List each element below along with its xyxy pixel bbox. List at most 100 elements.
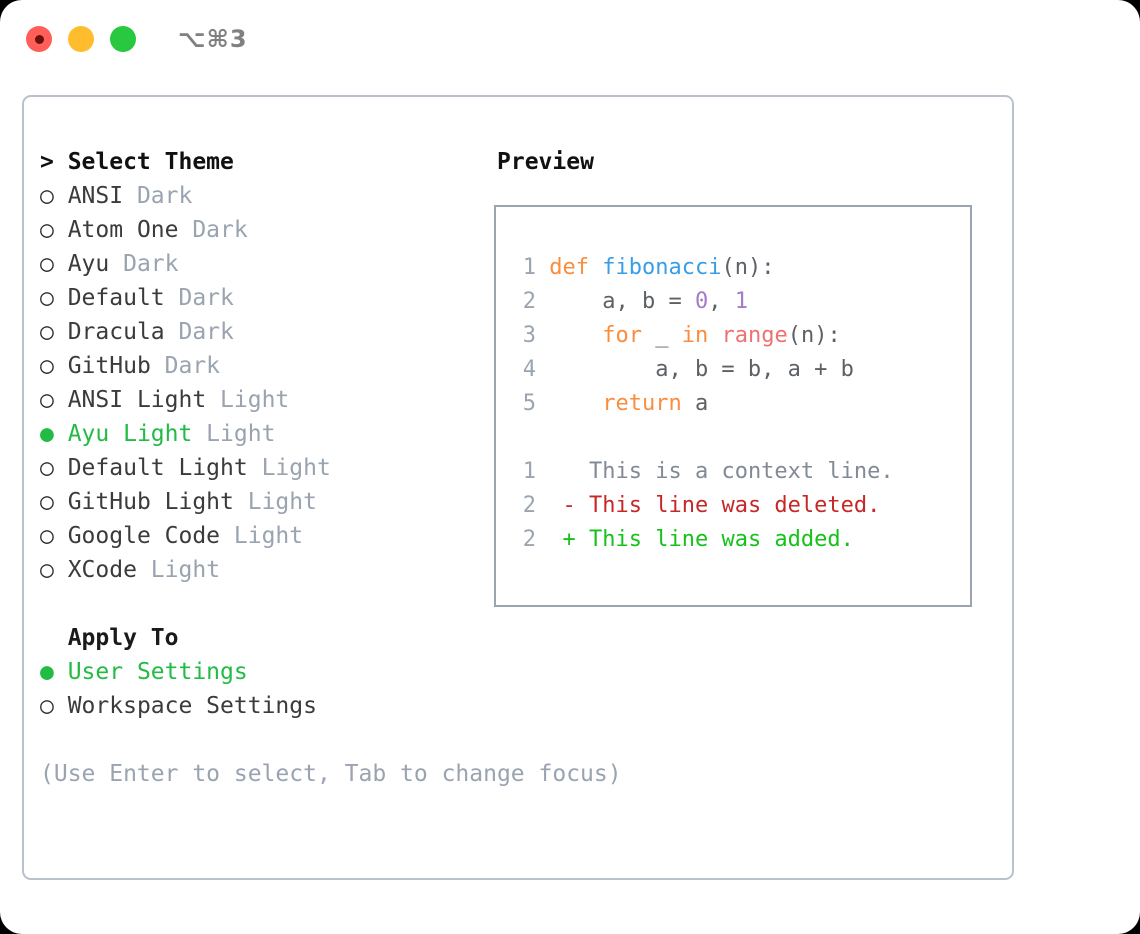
code-token: a <box>681 391 709 416</box>
radio-unselected-icon: ○ <box>40 523 68 549</box>
code-token: (n): <box>787 323 841 348</box>
theme-option-10[interactable]: ○ Google Code Light <box>40 519 494 553</box>
theme-option-3[interactable]: ○ Default Dark <box>40 281 494 315</box>
option-label: Ayu <box>67 251 110 277</box>
option-variant-tag: Light <box>192 421 276 447</box>
code-token: in <box>681 323 709 348</box>
option-label: Google Code <box>67 523 221 549</box>
code-token: fibonacci <box>602 255 722 280</box>
line-number: 2 <box>522 493 536 518</box>
radio-unselected-icon: ○ <box>40 319 68 345</box>
content-container: > Select Theme ○ ANSI Dark○ Atom One Dar… <box>22 95 1014 880</box>
code-token: def <box>549 255 603 280</box>
code-token: , <box>708 289 735 314</box>
option-label: Atom One <box>67 217 179 243</box>
radio-unselected-icon: ○ <box>40 251 68 277</box>
apply-to-option-list: ● User Settings○ Workspace Settings <box>40 655 494 723</box>
diff-text: This line was deleted. <box>589 493 881 518</box>
radio-unselected-icon: ○ <box>40 217 68 243</box>
code-token: a, b = b, a + b <box>549 357 854 382</box>
option-variant-tag: Dark <box>123 183 193 209</box>
theme-option-5[interactable]: ○ GitHub Dark <box>40 349 494 383</box>
option-variant-tag: Dark <box>164 319 234 345</box>
line-number: 2 <box>522 527 536 552</box>
code-token <box>549 391 602 416</box>
radio-unselected-icon: ○ <box>40 489 68 515</box>
diff-line-0: 1 This is a context line. <box>514 455 970 489</box>
maximize-dot-icon[interactable] <box>110 26 136 52</box>
radio-unselected-icon: ○ <box>40 693 68 719</box>
theme-option-11[interactable]: ○ XCode Light <box>40 553 494 587</box>
radio-unselected-icon: ○ <box>40 285 68 311</box>
code-line-2: 2 a, b = 0, 1 <box>514 285 970 319</box>
theme-option-list: ○ ANSI Dark○ Atom One Dark○ Ayu Dark○ De… <box>40 179 494 587</box>
diff-marker <box>563 459 590 484</box>
diff-sample: 1 This is a context line.2 - This line w… <box>514 455 970 557</box>
option-label: Workspace Settings <box>67 693 317 719</box>
option-label: GitHub Light <box>67 489 234 515</box>
apply-to-header: Apply To <box>40 625 179 651</box>
preview-column: Preview 1 def fibonacci(n):2 a, b = 0, 1… <box>494 145 994 791</box>
keyboard-hint-text: (Use Enter to select, Tab to change focu… <box>40 761 622 787</box>
diff-text: This is a context line. <box>589 459 894 484</box>
title-bar: ⌥⌘3 <box>0 0 1140 78</box>
keyboard-shortcut-label: ⌥⌘3 <box>178 25 248 53</box>
code-token: return <box>602 391 682 416</box>
apply-to-option-1[interactable]: ○ Workspace Settings <box>40 689 494 723</box>
option-variant-tag: Light <box>206 387 290 413</box>
code-token <box>708 323 721 348</box>
line-number: 2 <box>522 289 536 314</box>
code-token: 0 <box>694 289 709 314</box>
radio-selected-icon: ● <box>40 421 68 447</box>
radio-selected-icon: ● <box>40 659 68 685</box>
option-variant-tag: Dark <box>164 285 234 311</box>
option-variant-tag: Dark <box>109 251 179 277</box>
theme-option-8[interactable]: ○ Default Light Light <box>40 451 494 485</box>
diff-line-1: 2 - This line was deleted. <box>514 489 970 523</box>
line-number: 1 <box>522 255 536 280</box>
option-label: Default <box>67 285 165 311</box>
option-label: Dracula <box>67 319 165 345</box>
code-token: (n): <box>721 255 775 280</box>
code-token: 1 <box>734 289 748 314</box>
option-label: Default Light <box>67 455 248 481</box>
radio-unselected-icon: ○ <box>40 455 68 481</box>
option-variant-tag: Light <box>247 455 331 481</box>
option-variant-tag: Light <box>220 523 304 549</box>
theme-option-1[interactable]: ○ Atom One Dark <box>40 213 494 247</box>
theme-option-4[interactable]: ○ Dracula Dark <box>40 315 494 349</box>
line-number: 4 <box>522 357 536 382</box>
diff-marker: - <box>562 493 589 518</box>
diff-line-2: 2 + This line was added. <box>514 523 970 557</box>
theme-option-0[interactable]: ○ ANSI Dark <box>40 179 494 213</box>
option-variant-tag: Light <box>233 489 317 515</box>
option-label: XCode <box>67 557 137 583</box>
option-variant-tag: Dark <box>150 353 221 379</box>
section-spacer <box>40 587 494 621</box>
theme-option-2[interactable]: ○ Ayu Dark <box>40 247 494 281</box>
radio-unselected-icon: ○ <box>40 353 68 379</box>
code-line-1: 1 def fibonacci(n): <box>514 251 970 285</box>
theme-option-9[interactable]: ○ GitHub Light Light <box>40 485 494 519</box>
two-column-layout: > Select Theme ○ ANSI Dark○ Atom One Dar… <box>24 97 1012 791</box>
theme-option-7[interactable]: ● Ayu Light Light <box>40 417 494 451</box>
select-theme-header: > Select Theme <box>40 149 234 175</box>
radio-unselected-icon: ○ <box>40 557 68 583</box>
apply-to-option-0[interactable]: ● User Settings <box>40 655 494 689</box>
diff-spacer <box>514 421 970 455</box>
line-number: 3 <box>522 323 536 348</box>
diff-marker: + <box>562 527 589 552</box>
theme-option-6[interactable]: ○ ANSI Light Light <box>40 383 494 417</box>
code-token: for <box>602 323 642 348</box>
close-dot-icon[interactable] <box>26 26 52 52</box>
option-label: User Settings <box>67 659 248 685</box>
code-line-3: 3 for _ in range(n): <box>514 319 970 353</box>
minimize-dot-icon[interactable] <box>68 26 94 52</box>
code-token <box>549 323 602 348</box>
code-line-5: 5 return a <box>514 387 970 421</box>
line-number: 5 <box>522 391 536 416</box>
option-label: ANSI <box>67 183 124 209</box>
preview-header: Preview <box>497 149 594 175</box>
theme-selection-column: > Select Theme ○ ANSI Dark○ Atom One Dar… <box>24 145 622 791</box>
